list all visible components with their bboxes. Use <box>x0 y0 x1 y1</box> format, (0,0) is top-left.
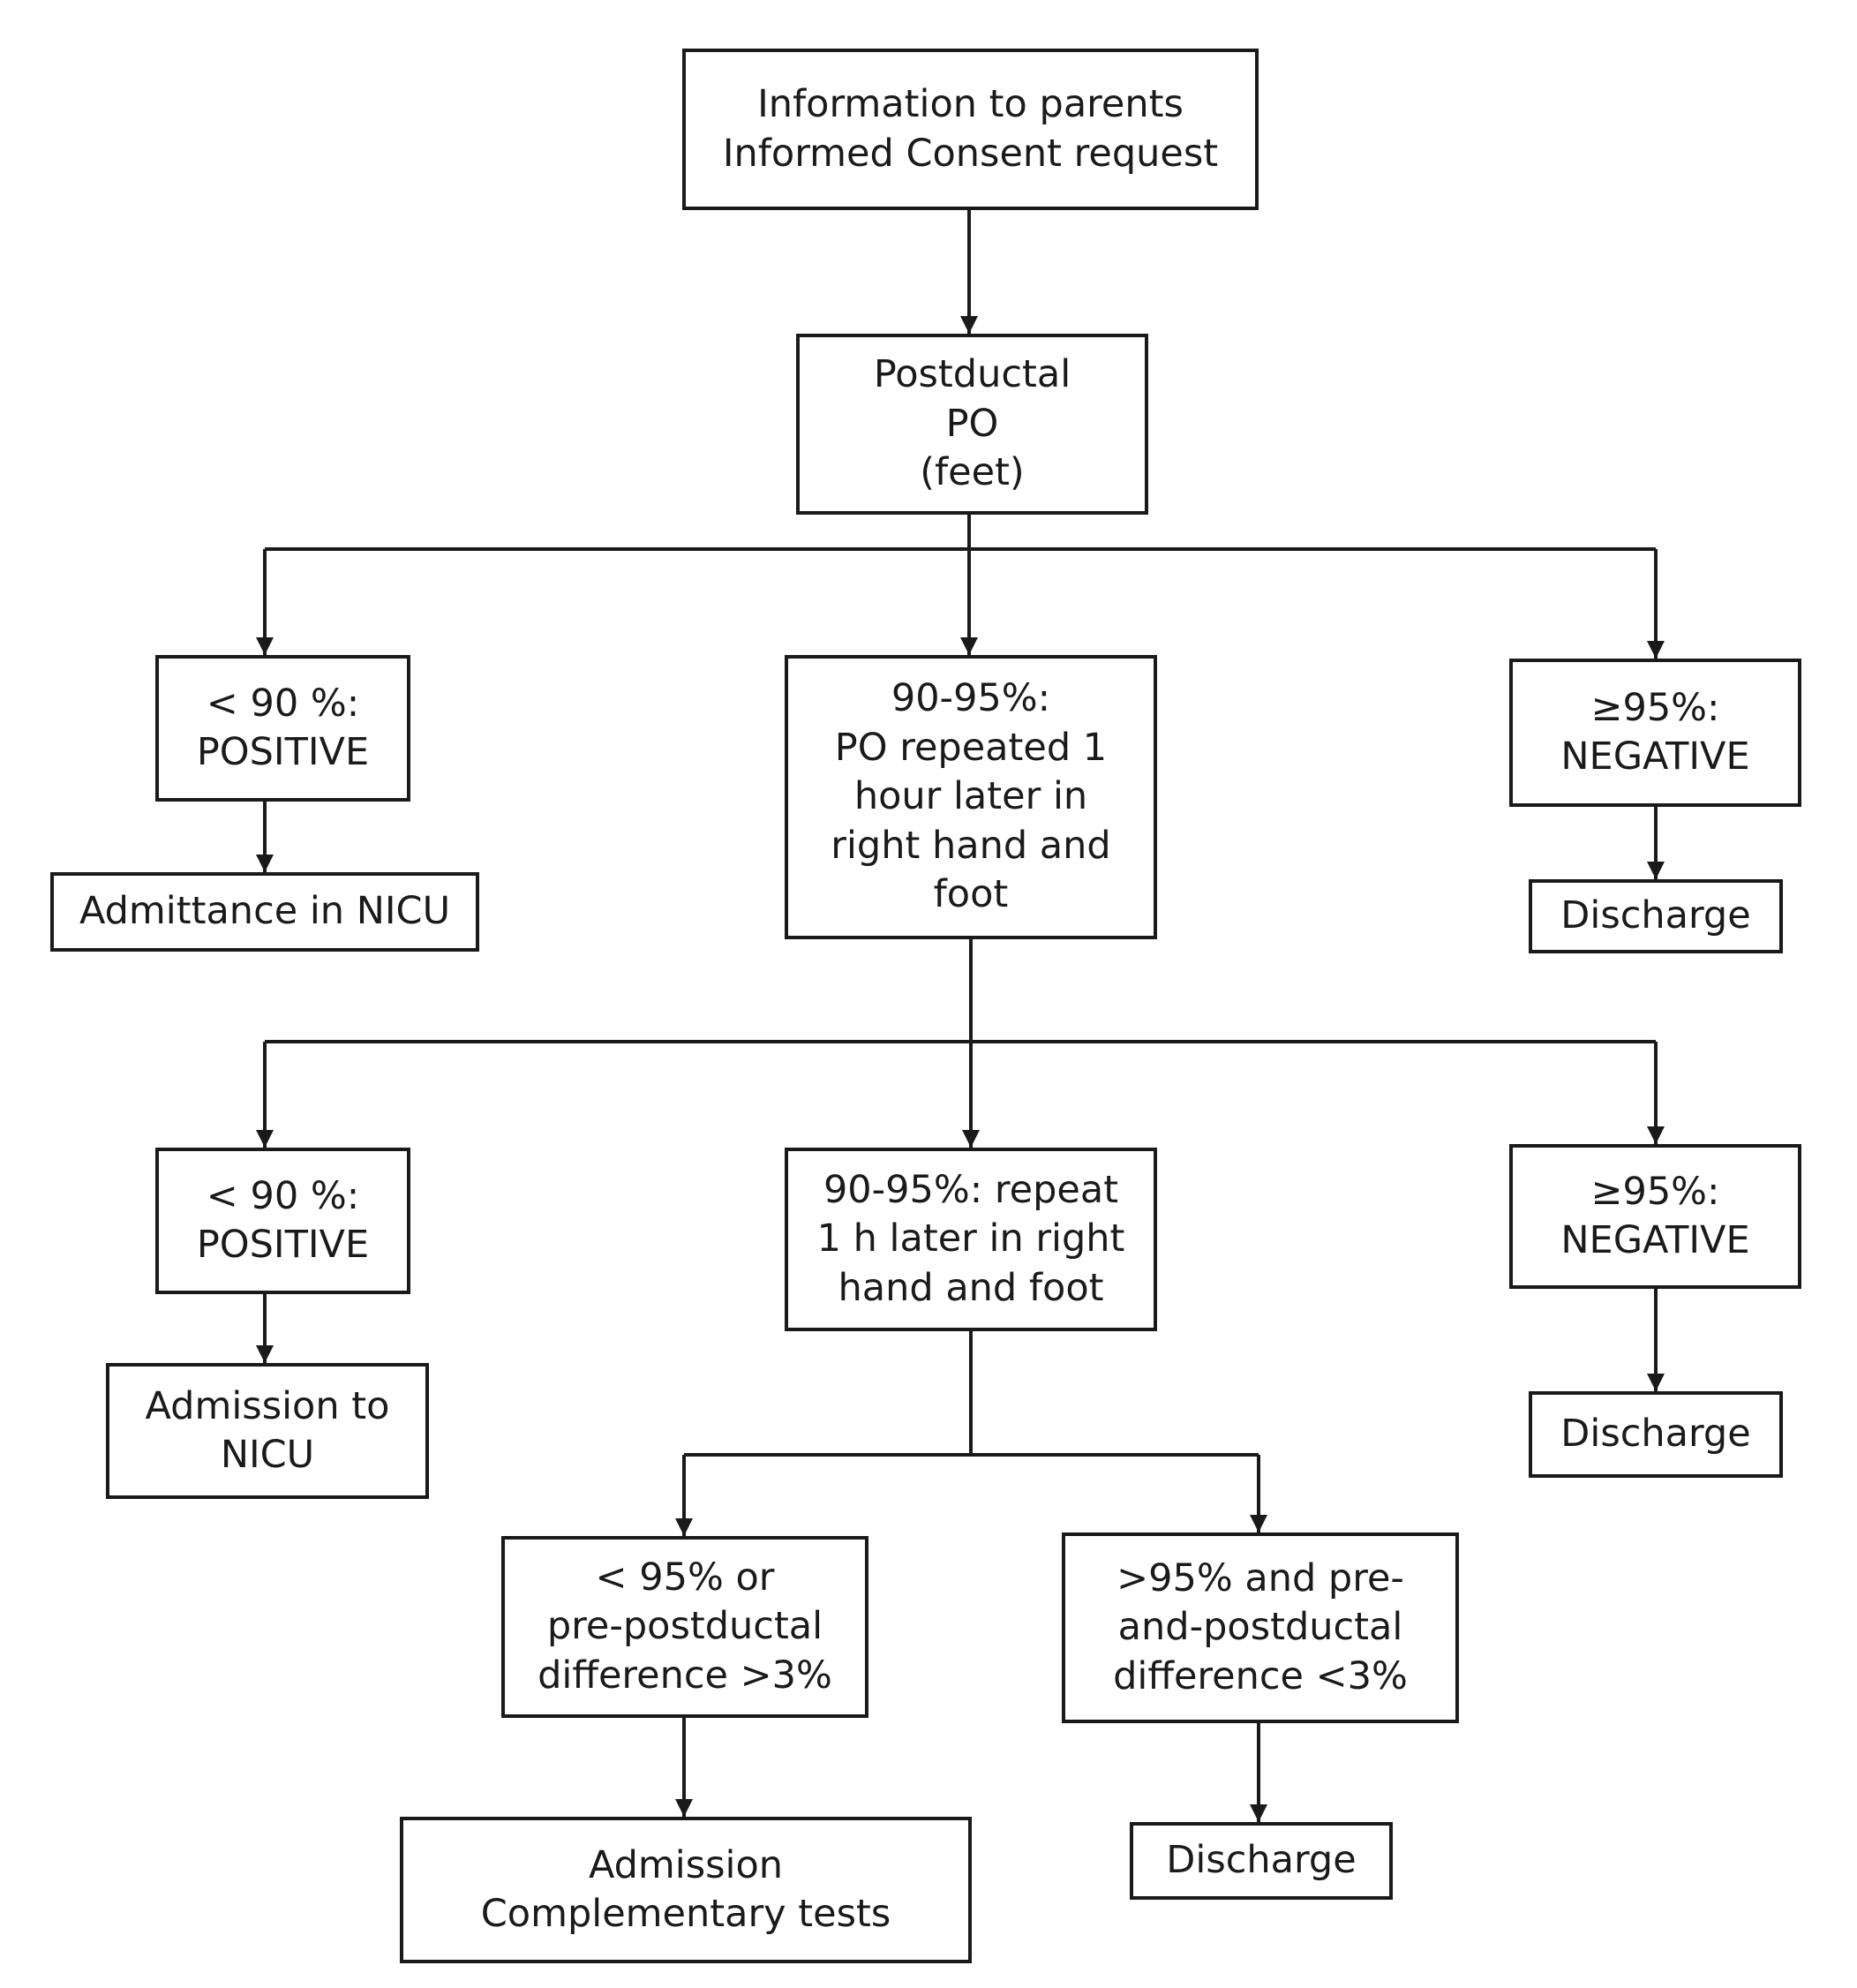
consent-box-text: Information to parents Informed Consent … <box>722 82 1219 176</box>
negative-1-box: ≥95%: NEGATIVE <box>1509 659 1801 807</box>
high-and-difference-box-text: >95% and pre- and-postductal difference … <box>1113 1555 1408 1698</box>
postductal-box-text: Postductal PO (feet) <box>873 352 1071 495</box>
nicu-admittance-box: Admittance in NICU <box>50 872 479 952</box>
repeat-1-box: 90-95%: PO repeated 1 hour later in righ… <box>785 655 1157 939</box>
low-or-difference-box-text: < 95% or pre-postductal difference >3% <box>538 1555 832 1698</box>
low-or-difference-box: < 95% or pre-postductal difference >3% <box>501 1536 868 1718</box>
repeat-2-box: 90-95%: repeat 1 h later in right hand a… <box>785 1148 1157 1331</box>
repeat-1-box-text: 90-95%: PO repeated 1 hour later in righ… <box>831 676 1111 917</box>
negative-1-box-text: ≥95%: NEGATIVE <box>1560 685 1750 779</box>
high-and-difference-box: >95% and pre- and-postductal difference … <box>1062 1532 1459 1723</box>
positive-1-box-text: < 90 %: POSITIVE <box>196 681 370 774</box>
discharge-3-box: Discharge <box>1130 1822 1393 1900</box>
postductal-box: Postductal PO (feet) <box>796 334 1148 515</box>
discharge-1-box-text: Discharge <box>1560 893 1751 938</box>
positive-1-box: < 90 %: POSITIVE <box>155 655 410 802</box>
nicu-admission-box: Admission to NICU <box>106 1363 429 1499</box>
discharge-3-box-text: Discharge <box>1166 1838 1357 1883</box>
positive-2-box-text: < 90 %: POSITIVE <box>196 1173 370 1267</box>
positive-2-box: < 90 %: POSITIVE <box>155 1148 410 1294</box>
repeat-2-box-text: 90-95%: repeat 1 h later in right hand a… <box>816 1167 1125 1310</box>
discharge-2-box-text: Discharge <box>1560 1412 1751 1457</box>
negative-2-box: ≥95%: NEGATIVE <box>1509 1144 1801 1289</box>
discharge-2-box: Discharge <box>1529 1391 1783 1478</box>
negative-2-box-text: ≥95%: NEGATIVE <box>1560 1169 1750 1262</box>
consent-box: Information to parents Informed Consent … <box>682 49 1259 210</box>
discharge-1-box: Discharge <box>1529 879 1783 953</box>
nicu-admission-box-text: Admission to NICU <box>145 1383 390 1477</box>
nicu-admittance-box-text: Admittance in NICU <box>79 889 451 934</box>
admission-tests-box: Admission Complementary tests <box>400 1817 972 1963</box>
admission-tests-box-text: Admission Complementary tests <box>480 1842 891 1936</box>
